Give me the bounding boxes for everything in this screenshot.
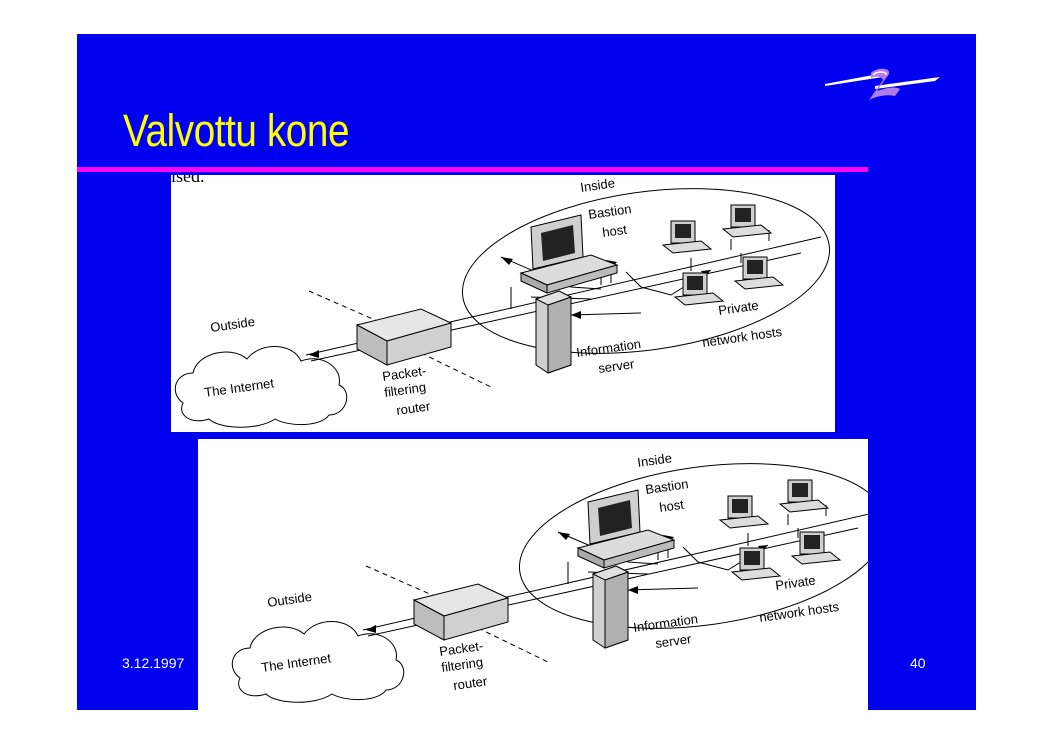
private-host-2 (721, 204, 773, 238)
label-info-2: server (597, 356, 636, 376)
label-bastion-2: host (601, 222, 628, 240)
slide-title: Valvottu kone (123, 105, 350, 156)
diagram-panel-top: ised. (171, 175, 835, 432)
private-host-3 (673, 272, 725, 306)
label-router-3: router (452, 673, 488, 693)
bastion-host-computer (519, 214, 619, 294)
label-private-1: Private (774, 572, 816, 592)
label-private-1: Private (717, 297, 759, 317)
title-underline (77, 167, 868, 172)
diagram-panel-bottom: Inside Outside Bastion host Information … (198, 439, 868, 710)
label-bastion-1: Bastion (587, 201, 632, 222)
information-server-tower (591, 565, 630, 649)
label-outside: Outside (209, 314, 255, 335)
private-host-4 (733, 256, 785, 290)
label-router-1: Packet- (381, 363, 427, 384)
bastion-host-computer (576, 489, 676, 569)
private-host-1 (718, 495, 770, 529)
label-bastion-2: host (658, 497, 685, 515)
internet-cloud (174, 346, 348, 428)
private-host-1 (661, 220, 713, 254)
label-router-2: filtering (440, 654, 484, 675)
label-router-3: router (395, 398, 431, 418)
screened-host-diagram: Inside Outside Bastion host Information … (174, 175, 831, 428)
footer-date: 3.12.1997 (122, 655, 185, 671)
inside-zone (461, 188, 831, 354)
information-server-tower (534, 290, 573, 374)
private-host-3 (730, 547, 782, 581)
label-bastion-1: Bastion (644, 476, 689, 497)
label-inside: Inside (636, 450, 672, 470)
company-logo-icon (825, 68, 940, 100)
label-router-1: Packet- (438, 638, 484, 659)
label-router-2: filtering (383, 379, 427, 400)
page-number: 40 (910, 655, 926, 671)
label-info-2: server (654, 631, 693, 651)
internet-cloud (231, 621, 405, 703)
private-host-4 (790, 531, 842, 565)
packet-filtering-router (355, 308, 453, 366)
label-outside: Outside (266, 589, 312, 610)
inside-zone (518, 463, 868, 629)
screened-host-diagram-copy: Inside Outside Bastion host Information … (231, 450, 868, 703)
private-host-2 (778, 479, 830, 513)
slide: Valvottu kone 3.12.1997 40 ised. (77, 34, 976, 710)
label-inside: Inside (579, 175, 615, 195)
cropped-text: ised. (171, 175, 205, 186)
packet-filtering-router (412, 583, 510, 641)
